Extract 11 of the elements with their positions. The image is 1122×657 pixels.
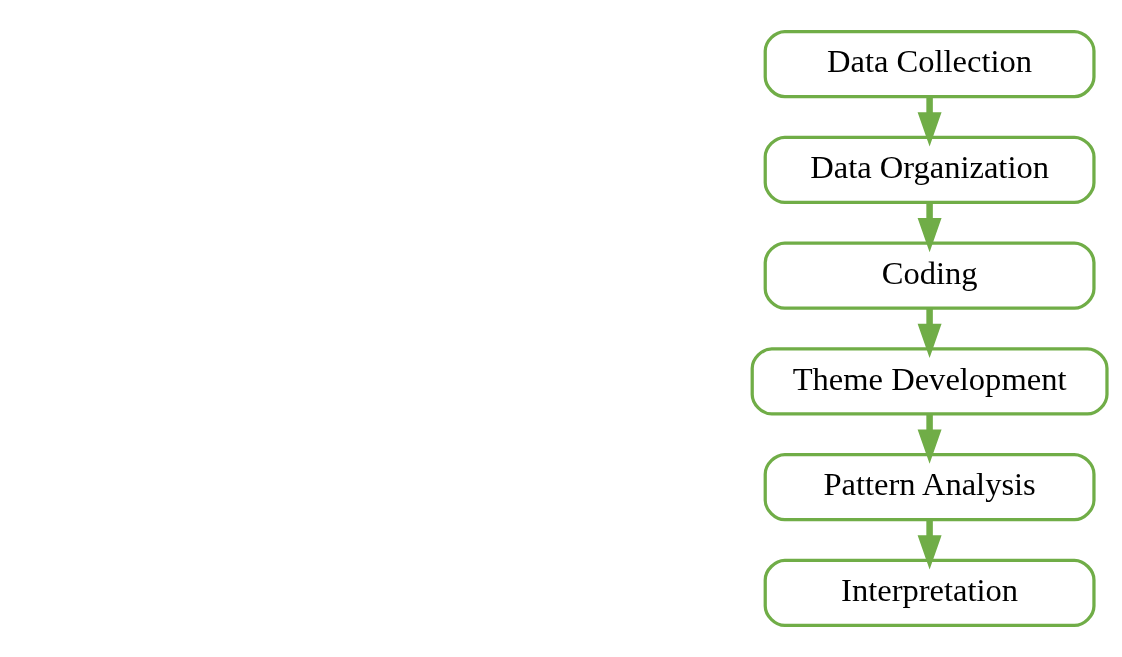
arrow	[917, 414, 942, 464]
node-box: Data Collection	[763, 29, 1096, 99]
node-box: Theme Development	[750, 347, 1109, 416]
arrow	[917, 308, 942, 358]
node-box: Coding	[763, 241, 1096, 310]
arrow	[917, 202, 942, 253]
node-box: Interpretation	[763, 558, 1096, 628]
arrow	[917, 96, 942, 147]
arrow	[917, 520, 942, 570]
node-box: Pattern Analysis	[763, 453, 1096, 522]
node-box: Data Organization	[763, 135, 1096, 204]
